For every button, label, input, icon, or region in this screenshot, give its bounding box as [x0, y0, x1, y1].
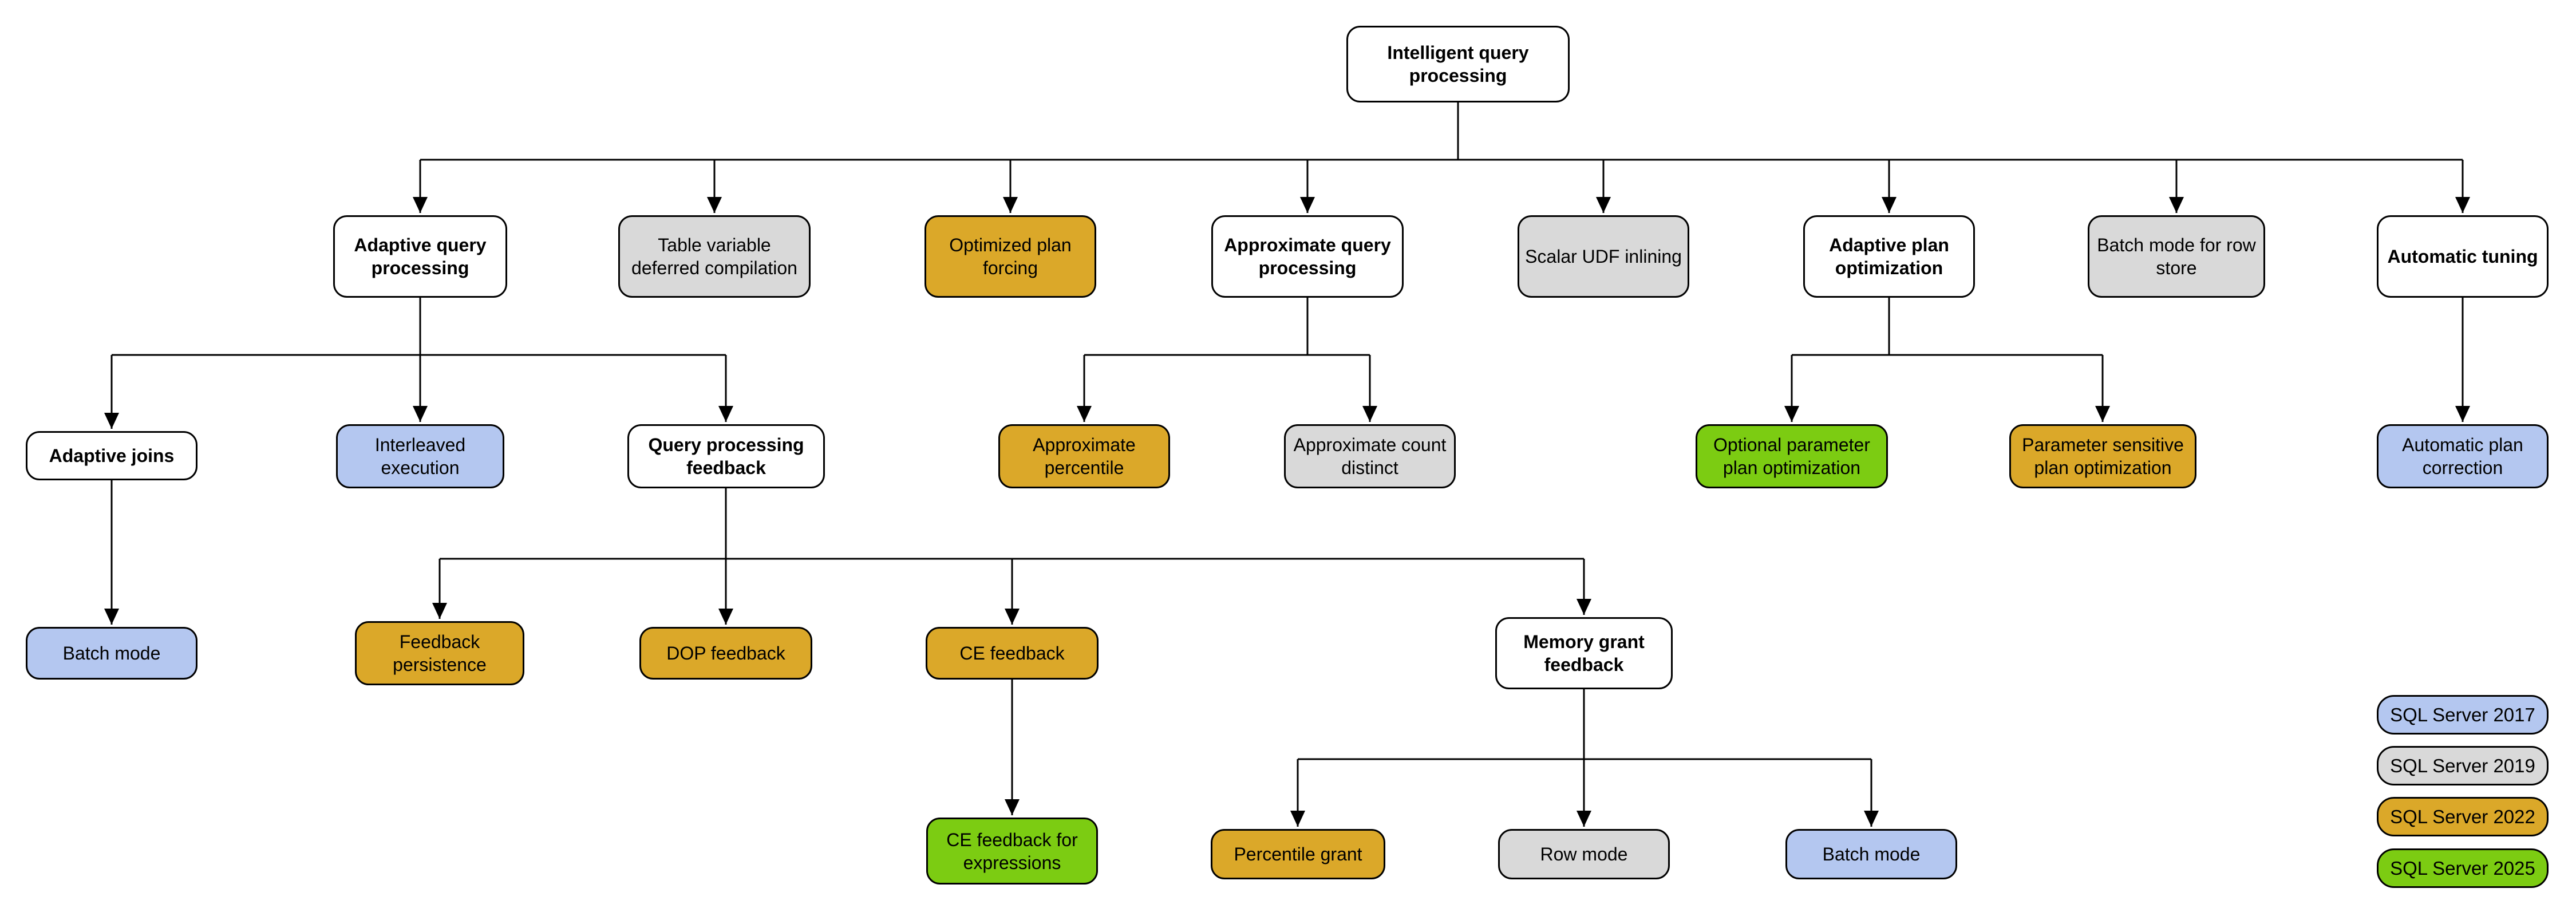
node-parameter-sensitive-plan-optimization: Parameter sensitive plan optimization [2009, 424, 2196, 488]
node-scalar-udf-inlining: Scalar UDF inlining [1518, 215, 1689, 298]
legend-item-sql-server-2017: SQL Server 2017 [2377, 695, 2549, 735]
node-approximate-percentile: Approximate percentile [998, 424, 1170, 488]
node-feedback-persistence: Feedback persistence [355, 621, 524, 685]
node-percentile-grant: Percentile grant [1211, 829, 1385, 879]
node-optional-parameter-plan-optimization: Optional parameter plan optimization [1696, 424, 1888, 488]
node-automatic-plan-correction: Automatic plan correction [2377, 424, 2549, 488]
node-approximate-count-distinct: Approximate count distinct [1284, 424, 1456, 488]
node-interleaved-execution: Interleaved execution [336, 424, 504, 488]
node-table-variable-deferred-compilation: Table variable deferred compilation [618, 215, 811, 298]
node-adaptive-plan-optimization: Adaptive plan optimization [1803, 215, 1975, 298]
node-ce-feedback-for-expressions: CE feedback for expressions [926, 818, 1098, 885]
node-batch-mode-for-row-store: Batch mode for row store [2088, 215, 2265, 298]
node-batch-mode-adaptive-joins: Batch mode [26, 627, 197, 680]
node-automatic-tuning: Automatic tuning [2377, 215, 2549, 298]
legend-item-sql-server-2022: SQL Server 2022 [2377, 797, 2549, 836]
node-memory-grant-feedback: Memory grant feedback [1495, 617, 1673, 689]
node-optimized-plan-forcing: Optimized plan forcing [924, 215, 1096, 298]
legend-item-sql-server-2025: SQL Server 2025 [2377, 848, 2549, 888]
node-dop-feedback: DOP feedback [639, 627, 812, 680]
node-approximate-query-processing: Approximate query processing [1211, 215, 1404, 298]
node-query-processing-feedback: Query processing feedback [627, 424, 825, 488]
node-adaptive-joins: Adaptive joins [26, 431, 197, 480]
legend-item-sql-server-2019: SQL Server 2019 [2377, 746, 2549, 785]
node-ce-feedback: CE feedback [926, 627, 1099, 680]
node-row-mode: Row mode [1498, 829, 1670, 879]
node-batch-mode-memory-grant: Batch mode [1785, 829, 1957, 879]
node-adaptive-query-processing: Adaptive query processing [333, 215, 507, 298]
node-intelligent-query-processing: Intelligent query processing [1346, 26, 1570, 102]
